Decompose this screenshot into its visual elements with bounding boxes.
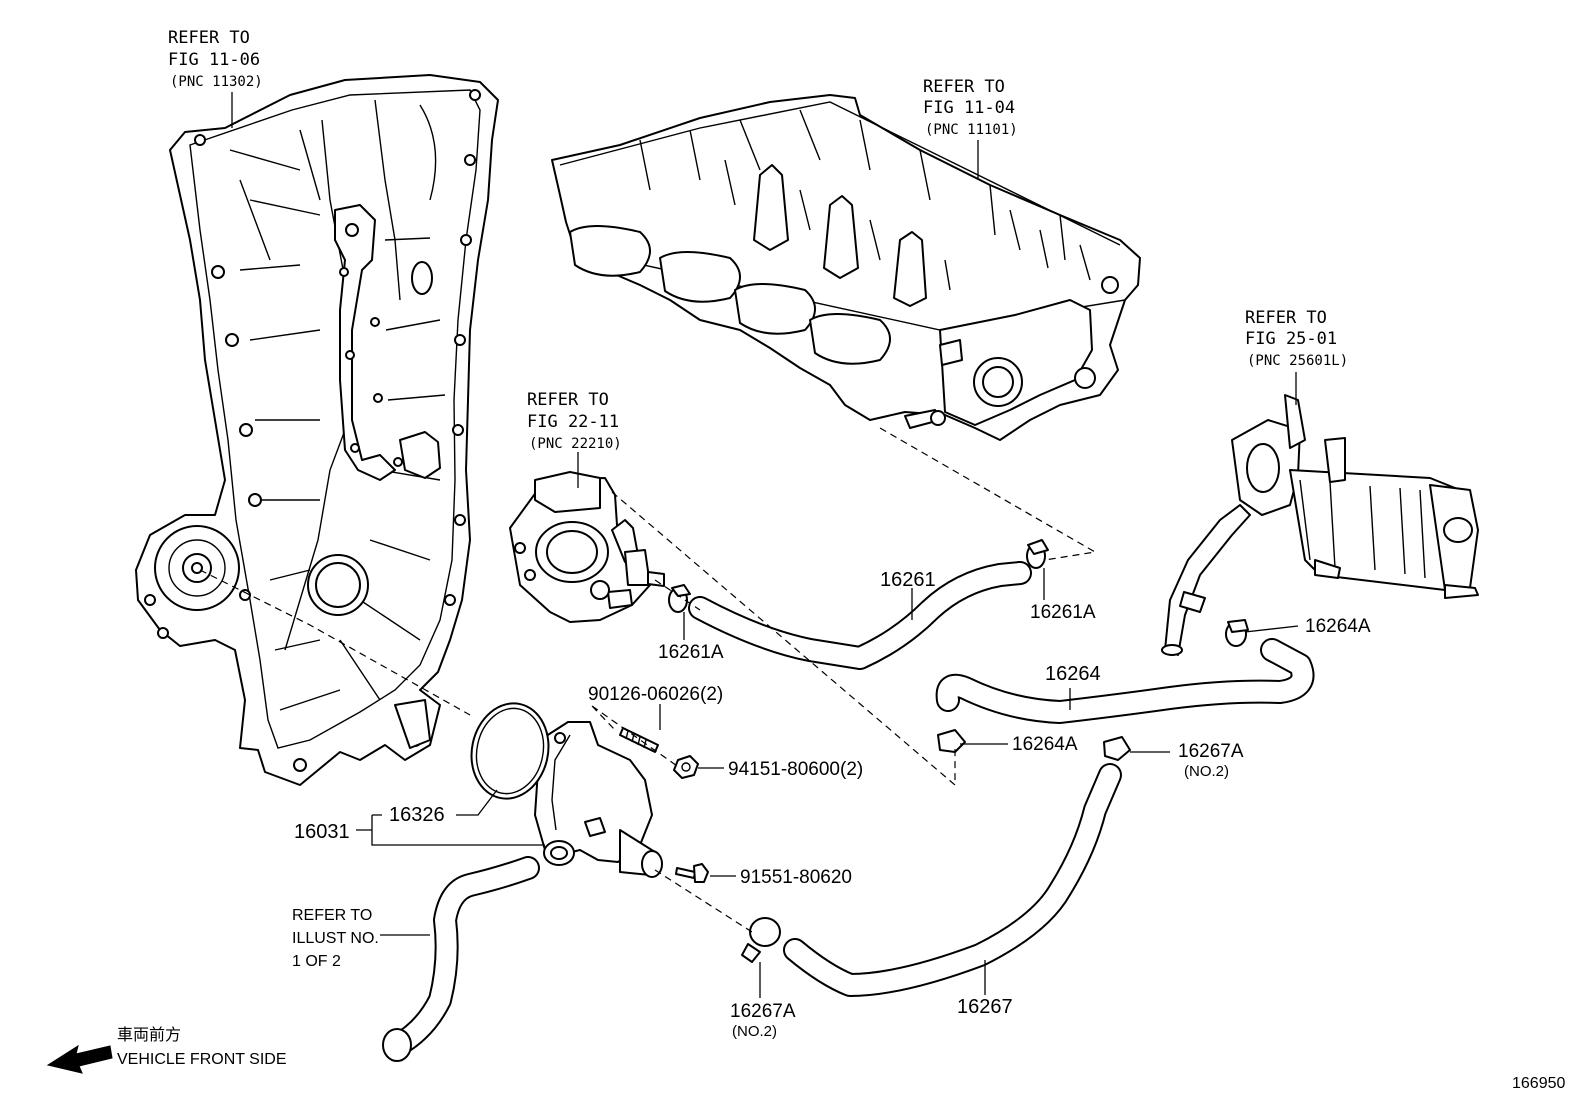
head-ref-line3: (PNC 11101) bbox=[925, 122, 1018, 138]
label-16267A-right-note: (NO.2) bbox=[1184, 763, 1229, 780]
label-16267A-lower: 16267A bbox=[730, 1001, 796, 1022]
throttle-ref-line3: (PNC 22210) bbox=[529, 436, 622, 452]
align-line-stud bbox=[591, 705, 681, 769]
water-inlet-housing[interactable] bbox=[534, 721, 663, 878]
head-ref-line1: REFER TO bbox=[923, 77, 1005, 97]
hex-nut[interactable] bbox=[673, 755, 699, 779]
gasket-ring[interactable] bbox=[463, 696, 557, 806]
hose-outlet[interactable] bbox=[382, 856, 540, 1062]
clamp-16267A-lower[interactable] bbox=[741, 917, 781, 963]
timing-cover-ref-line2: FIG 11-06 bbox=[168, 50, 260, 70]
label-94151: 94151-80600(2) bbox=[728, 759, 863, 780]
illust-ref-line1: REFER TO bbox=[292, 907, 372, 924]
direction-label-en: VEHICLE FRONT SIDE bbox=[117, 1051, 287, 1068]
throttle-ref-line2: FIG 22-11 bbox=[527, 412, 619, 432]
leader-16264A-upper bbox=[1244, 625, 1299, 633]
label-16261: 16261 bbox=[880, 569, 936, 591]
front-arrow-icon bbox=[46, 1044, 113, 1074]
align-line-throttle bbox=[611, 491, 956, 787]
label-16264A-upper: 16264A bbox=[1305, 616, 1371, 637]
label-16261A-lower: 16261A bbox=[658, 642, 724, 663]
direction-label-jp: 車両前方 bbox=[117, 1026, 181, 1044]
align-line-head bbox=[879, 427, 1097, 561]
leader-16326 bbox=[456, 789, 498, 816]
clamp-16264A-lower[interactable] bbox=[937, 729, 966, 753]
throttle-ref-line1: REFER TO bbox=[527, 390, 609, 410]
label-90126: 90126-06026(2) bbox=[588, 684, 723, 705]
label-16261A-upper: 16261A bbox=[1030, 602, 1096, 623]
label-91551: 91551-80620 bbox=[740, 867, 852, 888]
hose-16264[interactable] bbox=[935, 638, 1315, 724]
clamp-16261A-upper[interactable] bbox=[1026, 539, 1049, 569]
illustration-number: 166950 bbox=[1512, 1075, 1565, 1092]
egr-ref-line1: REFER TO bbox=[1245, 308, 1327, 328]
clamp-16261A-lower[interactable] bbox=[668, 584, 691, 613]
label-16267A-right: 16267A bbox=[1178, 741, 1244, 762]
illust-ref-line3: 1 OF 2 bbox=[292, 953, 341, 970]
leader-16031 bbox=[356, 814, 545, 846]
clamp-16264A-upper[interactable] bbox=[1225, 619, 1249, 647]
label-16326: 16326 bbox=[389, 804, 445, 826]
illust-ref-line2: ILLUST NO. bbox=[292, 930, 379, 947]
egr-cooler[interactable] bbox=[1161, 394, 1479, 656]
egr-pipe[interactable] bbox=[1179, 591, 1206, 613]
egr-ref-line3: (PNC 25601L) bbox=[1247, 353, 1348, 369]
align-line-pump bbox=[199, 569, 471, 716]
gasket-ring-inner bbox=[475, 707, 545, 795]
label-16031: 16031 bbox=[294, 821, 350, 843]
cylinder-head[interactable] bbox=[551, 94, 1141, 441]
hose-16267[interactable] bbox=[783, 763, 1122, 997]
hex-bolt[interactable] bbox=[675, 863, 709, 883]
align-line-throttle-2 bbox=[654, 579, 701, 611]
throttle-body[interactable] bbox=[509, 471, 665, 623]
label-16267A-lower-note: (NO.2) bbox=[732, 1023, 777, 1040]
label-16267: 16267 bbox=[957, 996, 1013, 1018]
clamp-16267A-right[interactable] bbox=[1103, 736, 1131, 761]
head-ref-line2: FIG 11-04 bbox=[923, 98, 1015, 118]
hose-16261[interactable] bbox=[688, 561, 1032, 670]
egr-ref-line2: FIG 25-01 bbox=[1245, 329, 1337, 349]
stud-bolt[interactable] bbox=[619, 727, 659, 753]
timing-chain-cover[interactable] bbox=[135, 74, 499, 786]
label-16264: 16264 bbox=[1045, 663, 1101, 685]
timing-cover-ref-line1: REFER TO bbox=[168, 28, 250, 48]
label-16264A-lower: 16264A bbox=[1012, 734, 1078, 755]
timing-cover-ref-line3: (PNC 11302) bbox=[170, 74, 263, 90]
